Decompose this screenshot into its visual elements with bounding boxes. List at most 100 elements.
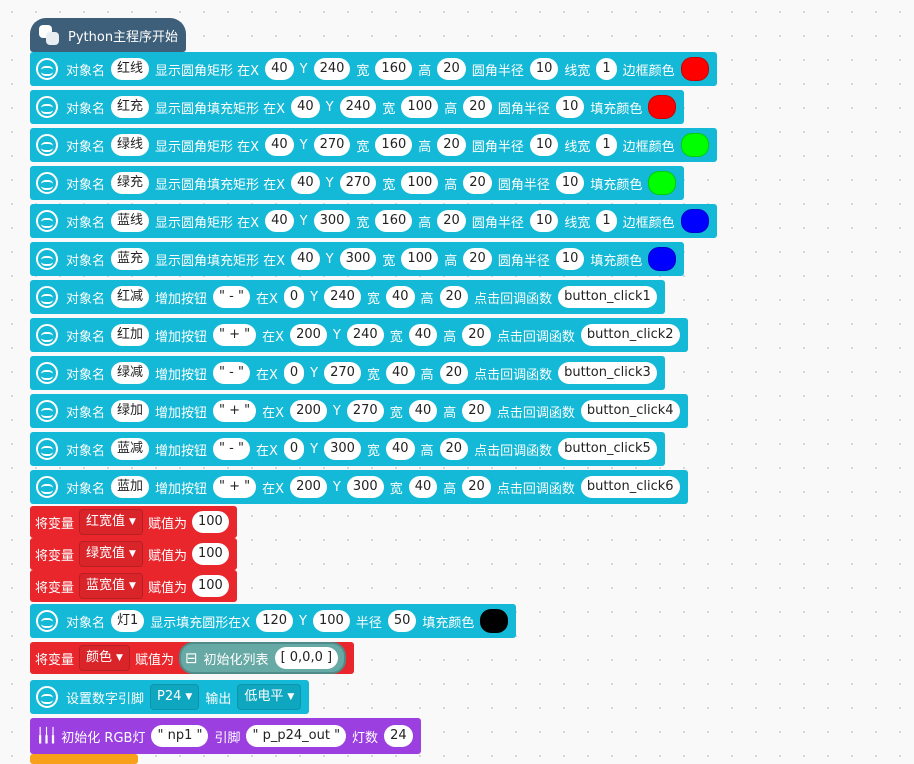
value-field[interactable]: 10 [555,172,585,194]
value-field[interactable]: 20 [439,362,469,384]
value-field[interactable]: 红充 [111,96,150,118]
value-field[interactable]: 绿加 [111,400,150,422]
value-field[interactable]: 40 [408,400,438,422]
value-field[interactable]: 40 [291,96,320,118]
value-field[interactable]: 240 [339,96,377,118]
color-picker[interactable] [680,133,709,157]
value-field[interactable]: 270 [313,134,351,156]
value-field[interactable]: 160 [375,210,413,232]
value-field[interactable]: 40 [408,476,438,498]
value-field[interactable]: 10 [529,210,559,232]
value-field[interactable]: button_click5 [558,438,657,460]
value-field[interactable]: 270 [324,362,361,384]
color-picker[interactable] [648,95,677,119]
dropdown[interactable]: 绿宽值▼ [79,541,143,567]
color-picker[interactable] [680,57,709,81]
value-field[interactable]: 绿线 [111,134,150,156]
value-field[interactable]: 100 [191,575,229,597]
value-field[interactable]: 10 [555,96,585,118]
dropdown[interactable]: 蓝宽值▼ [79,573,143,599]
value-field[interactable]: " - " [213,286,250,308]
value-field[interactable]: 20 [439,286,469,308]
value-field[interactable]: 10 [555,248,585,270]
value-field[interactable]: 240 [346,324,384,346]
value-field[interactable]: 200 [290,324,327,346]
value-field[interactable]: button_click1 [558,286,657,308]
color-picker[interactable] [648,171,677,195]
value-field[interactable]: 蓝充 [111,248,150,270]
value-field[interactable]: 270 [346,400,384,422]
value-field[interactable]: 40 [265,58,294,80]
value-field[interactable]: 270 [339,172,377,194]
value-field[interactable]: 20 [437,134,466,156]
dropdown[interactable]: 低电平▼ [237,684,302,710]
value-field[interactable]: 10 [529,58,559,80]
value-field[interactable]: 240 [313,58,351,80]
value-field[interactable]: 100 [312,610,350,632]
dropdown[interactable]: 颜色▼ [79,645,130,671]
value-field[interactable]: 绿充 [111,172,150,194]
value-field[interactable]: 300 [346,476,384,498]
value-field[interactable]: 100 [191,511,229,533]
value-field[interactable]: button_click2 [580,324,680,346]
value-field[interactable]: 20 [462,400,491,422]
value-field[interactable]: 160 [375,58,413,80]
value-field[interactable]: 绿减 [111,362,150,384]
value-field[interactable]: " + " [213,324,257,346]
value-field[interactable]: 100 [401,248,439,270]
value-field[interactable]: 300 [339,248,377,270]
value-field[interactable]: button_click4 [580,400,680,422]
value-field[interactable]: 20 [437,210,466,232]
color-picker[interactable] [648,247,677,271]
dropdown[interactable]: P24▼ [150,684,200,710]
value-field[interactable]: 10 [529,134,559,156]
list-value[interactable]: [ 0,0,0 ] [274,647,339,669]
color-picker[interactable] [480,609,509,633]
value-field[interactable]: 50 [387,610,417,632]
value-field[interactable]: 蓝线 [111,210,150,232]
value-field[interactable]: 蓝减 [111,438,150,460]
value-field[interactable]: button_click6 [580,476,680,498]
value-field[interactable]: 240 [324,286,361,308]
value-field[interactable]: 100 [191,543,229,565]
value-field[interactable]: 200 [290,476,327,498]
value-field[interactable]: 40 [265,134,294,156]
value-field[interactable]: 20 [439,438,469,460]
value-field[interactable]: 40 [291,248,320,270]
value-field[interactable]: 红线 [111,58,150,80]
value-field[interactable]: 1 [596,58,617,80]
value-field[interactable]: 300 [313,210,351,232]
value-field[interactable]: " np1 " [151,725,209,747]
value-field[interactable]: " - " [213,438,250,460]
value-field[interactable]: 蓝加 [111,476,150,498]
value-field[interactable]: 100 [401,172,439,194]
value-field[interactable]: 40 [291,172,320,194]
value-field[interactable]: 0 [283,438,305,460]
value-field[interactable]: 20 [463,248,492,270]
value-field[interactable]: 200 [290,400,327,422]
value-field[interactable]: 40 [385,286,415,308]
value-field[interactable]: 20 [463,96,492,118]
py-block[interactable]: Python主程序开始 [30,18,187,52]
value-field[interactable]: 20 [462,324,491,346]
value-field[interactable]: 20 [437,58,466,80]
init-list-block[interactable]: ⊟初始化列表[ 0,0,0 ] [178,642,347,674]
value-field[interactable]: 40 [385,362,415,384]
value-field[interactable]: 24 [384,725,413,747]
value-field[interactable]: 红减 [111,286,150,308]
value-field[interactable]: button_click3 [558,362,657,384]
color-picker[interactable] [680,209,709,233]
